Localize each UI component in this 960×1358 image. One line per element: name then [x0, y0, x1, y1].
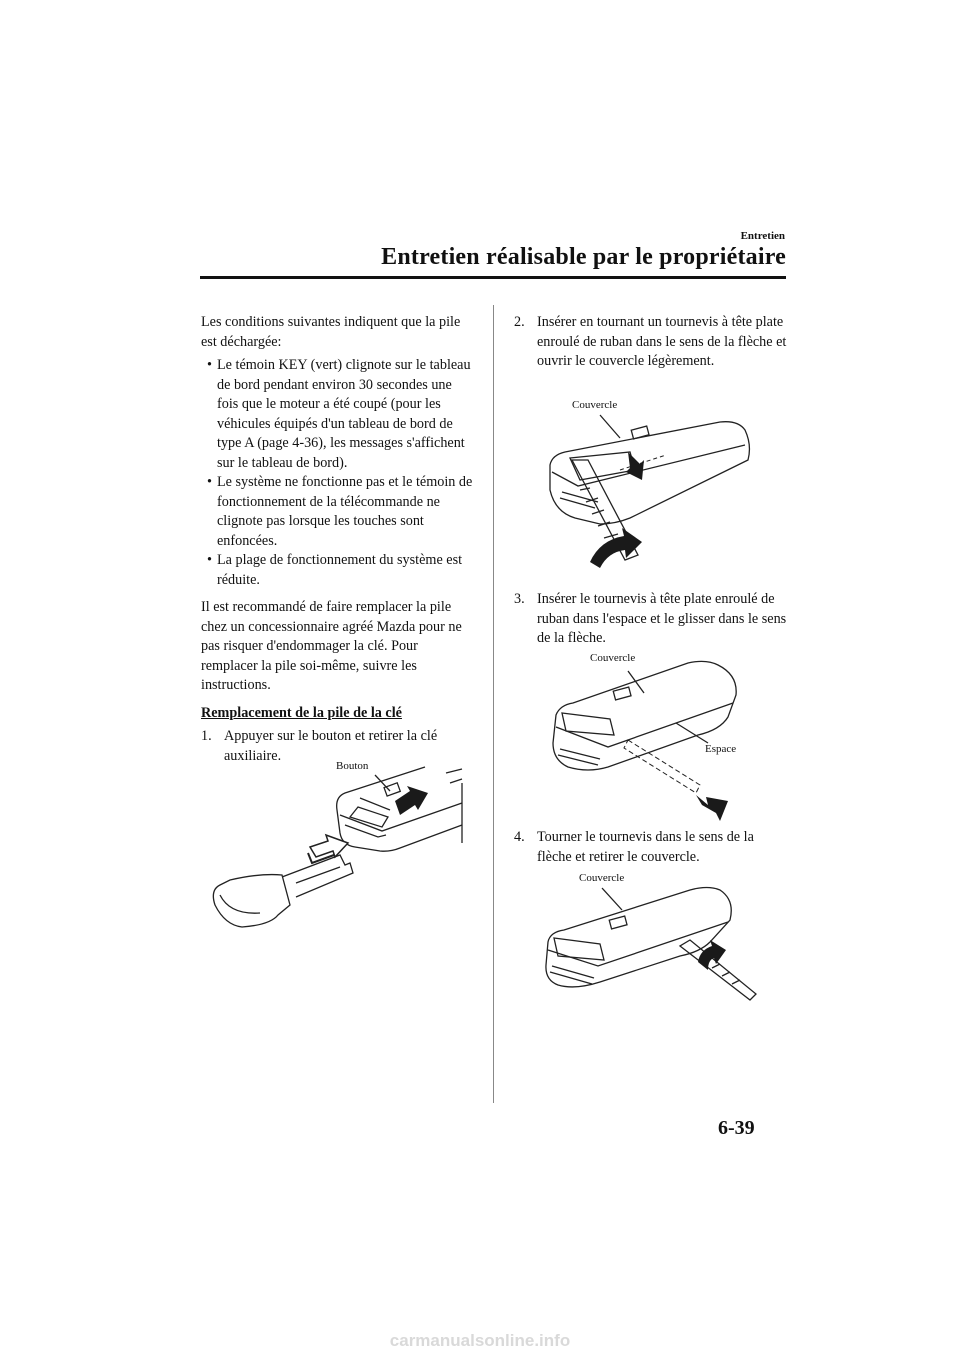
- header-rule: [200, 276, 786, 279]
- fig2-label-couvercle: Couvercle: [572, 399, 618, 411]
- fig1-label-bouton: Bouton: [336, 760, 369, 772]
- fig3-label-espace: Espace: [705, 743, 737, 755]
- fig3-label-couvercle: Couvercle: [590, 652, 636, 664]
- bullet-text: Le système ne fonctionne pas et le témoi…: [217, 474, 473, 549]
- screwdriver-insert-illustration: [549, 414, 751, 568]
- watermark: carmanualsonline.info: [389, 1331, 571, 1350]
- page-number: 6-39: [718, 1117, 755, 1139]
- fig4-label-couvercle: Couvercle: [579, 872, 625, 884]
- bullet-item: •La plage de fonctionnement du système e…: [207, 552, 463, 588]
- step-number: 3.: [514, 591, 525, 607]
- recommend-text: Il est recommandé de faire remplacer la …: [201, 599, 462, 693]
- column-divider: [493, 305, 494, 1103]
- procedure-heading: Remplacement de la pile de la clé: [201, 704, 402, 721]
- bullet-item: •Le système ne fonctionne pas et le témo…: [207, 474, 473, 549]
- bullet-text: La plage de fonctionnement du système es…: [217, 552, 463, 588]
- step-4: 4. Tourner le tournevis dans le sens de …: [514, 828, 790, 867]
- step-text: Insérer en tournant un tournevis à tête …: [537, 314, 787, 369]
- step-text: Appuyer sur le bouton et retirer la clé …: [224, 728, 438, 764]
- bullet-text: Le témoin KEY (vert) clignote sur le tab…: [217, 357, 471, 471]
- step-3: 3. Insérer le tournevis à tête plate enr…: [514, 590, 790, 649]
- step-text: Tourner le tournevis dans le sens de la …: [537, 829, 754, 865]
- screwdriver-slide-illustration: [552, 660, 737, 821]
- step-text: Insérer le tournevis à tête plate enroul…: [537, 591, 787, 646]
- step-number: 1.: [201, 728, 212, 744]
- left-column: Les conditions suivantes indiquent que l…: [201, 313, 473, 766]
- cover-removal-illustration: [545, 886, 757, 1001]
- step-number: 2.: [514, 314, 525, 330]
- step-1: 1. Appuyer sur le bouton et retirer la c…: [201, 727, 473, 766]
- chapter-title: Entretien réalisable par le propriétaire: [381, 244, 786, 270]
- key-removal-illustration: [212, 766, 463, 928]
- bullet-item: •Le témoin KEY (vert) clignote sur le ta…: [207, 357, 471, 471]
- step-number: 4.: [514, 829, 525, 845]
- step-2: 2. Insérer en tournant un tournevis à tê…: [514, 313, 790, 372]
- section-title: Entretien: [740, 230, 785, 242]
- intro-text: Les conditions suivantes indiquent que l…: [201, 314, 461, 350]
